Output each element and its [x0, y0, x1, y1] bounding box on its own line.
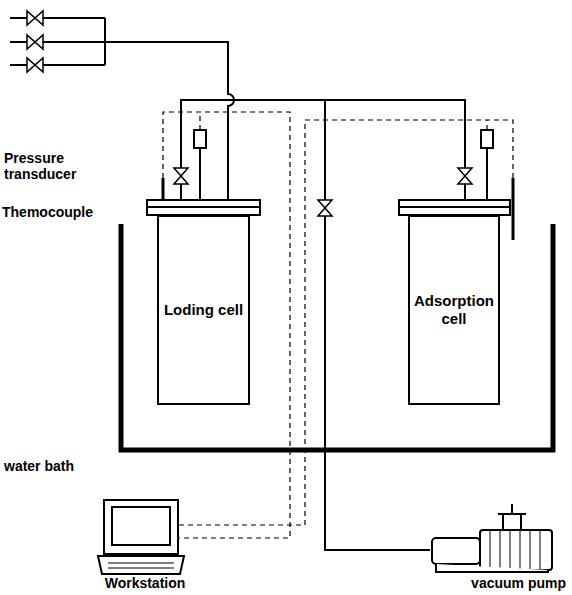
transducer-stem: [200, 148, 487, 200]
valve-symbol: [318, 200, 332, 216]
valve-symbol: [27, 35, 43, 49]
flange: [147, 200, 260, 207]
flange: [399, 200, 510, 207]
valve-symbol: [458, 168, 472, 184]
flange: [147, 207, 260, 215]
supply-manifold: [10, 18, 105, 65]
node-label: Workstation: [70, 575, 220, 595]
flange: [399, 207, 510, 215]
part-label: Pressure transducer: [4, 150, 114, 182]
gas-pipe: [181, 100, 465, 215]
pump-icon: [432, 504, 552, 572]
workstation: Workstation: [70, 498, 220, 595]
adsorption-cell: Adsorption cell: [408, 215, 500, 405]
valve-symbol: [174, 168, 188, 184]
node-label: vacuum pump: [430, 575, 570, 595]
valve-symbol: [27, 58, 43, 72]
valve-symbol: [27, 11, 43, 25]
part-label: Themocouple: [2, 204, 114, 220]
computer-icon: [98, 500, 184, 574]
node-label: Adsorption cell: [410, 290, 498, 330]
part-label: water bath: [4, 458, 114, 474]
loading-cell: Loding cell: [157, 215, 250, 405]
supply-pipe: [105, 42, 234, 200]
pressure-transducer: [481, 130, 493, 148]
vacuum-pump: vacuum pump: [430, 500, 570, 595]
node-label: Loding cell: [162, 299, 245, 321]
pressure-transducer: [194, 130, 206, 148]
